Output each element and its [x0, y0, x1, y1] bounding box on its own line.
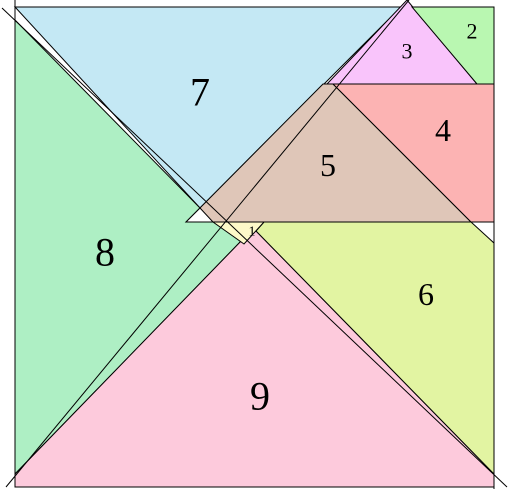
piece-9-label: 9: [250, 374, 270, 419]
piece-6-label: 6: [418, 276, 434, 312]
piece-8-label: 8: [95, 230, 115, 275]
diagonal-line-1: [1, 7, 508, 488]
gap-left: [184, 207, 215, 223]
piece-4-label: 4: [435, 112, 451, 148]
piece-2-label: 2: [467, 19, 478, 44]
piece-3-label: 3: [402, 39, 413, 64]
piece-5-label: 5: [320, 147, 336, 183]
piece-1-label: 1: [249, 225, 256, 240]
piece-7-label: 7: [190, 70, 210, 115]
diagonal-line-2: [5, 0, 410, 488]
